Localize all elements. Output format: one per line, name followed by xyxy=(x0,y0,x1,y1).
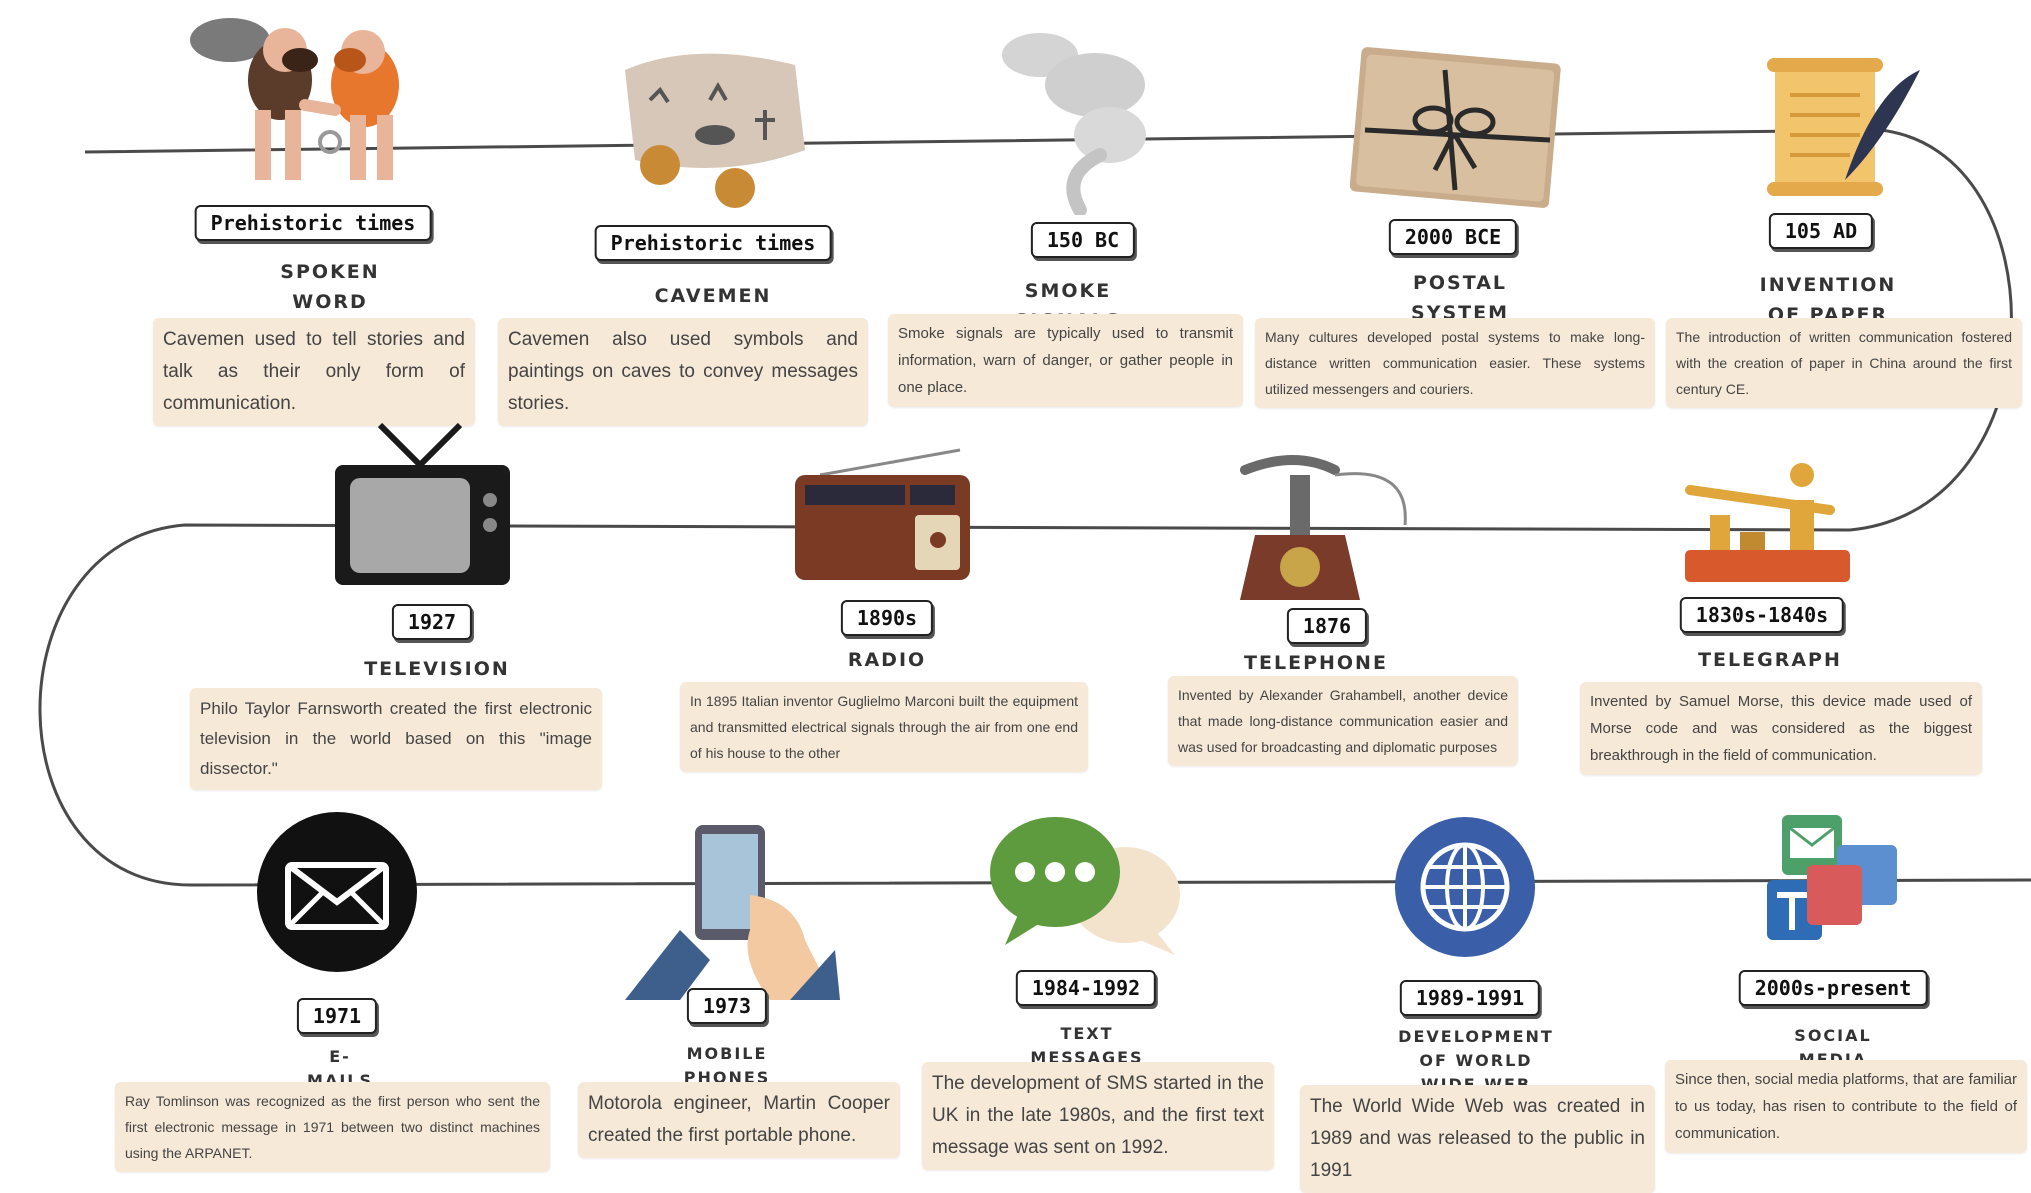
scroll-quill-icon xyxy=(1767,58,1920,196)
date-tag: Prehistoric times xyxy=(194,205,432,241)
date-tag: 1984-1992 xyxy=(1015,970,1157,1006)
item-description: Smoke signals are typically used to tran… xyxy=(888,314,1243,407)
social-apps-icon xyxy=(1767,815,1897,940)
envelope-icon xyxy=(257,812,417,972)
television-icon xyxy=(335,422,510,585)
date-tag: Prehistoric times xyxy=(594,225,832,261)
date-tag: 1890s xyxy=(840,600,934,636)
item-description: The introduction of written communicatio… xyxy=(1666,318,2022,408)
date-tag: 1876 xyxy=(1286,608,1368,644)
globe-icon xyxy=(1395,817,1535,957)
cave-painting-icon xyxy=(625,53,805,208)
item-title: TELEGRAPH xyxy=(1698,649,1842,671)
item-description: Philo Taylor Farnsworth created the firs… xyxy=(190,688,602,790)
telegraph-key-icon xyxy=(1685,463,1850,582)
date-tag: 1971 xyxy=(296,998,378,1034)
date-tag: 105 AD xyxy=(1768,213,1874,249)
item-description: Many cultures developed postal systems t… xyxy=(1255,318,1655,408)
date-tag: 1927 xyxy=(391,604,473,640)
item-description: Invented by Samuel Morse, this device ma… xyxy=(1580,682,1982,775)
date-tag: 1989-1991 xyxy=(1399,980,1541,1016)
item-description: Cavemen also used symbols and paintings … xyxy=(498,318,868,426)
date-tag: 2000s-present xyxy=(1738,970,1928,1006)
item-title: TELEPHONE xyxy=(1244,652,1388,674)
parcel-icon xyxy=(1349,47,1561,208)
item-description: Since then, social media platforms, that… xyxy=(1665,1060,2027,1153)
date-tag: 150 BC xyxy=(1030,222,1136,258)
item-description: In 1895 Italian inventor Guglielmo Marco… xyxy=(680,682,1088,772)
item-description: Cavemen used to tell stories and talk as… xyxy=(153,318,475,426)
radio-icon xyxy=(795,448,970,580)
date-tag: 2000 BCE xyxy=(1388,219,1518,255)
cavemen-icon xyxy=(190,18,399,180)
telephone-icon xyxy=(1240,455,1407,600)
chat-bubble-icon xyxy=(990,817,1180,955)
item-description: The World Wide Web was created in 1989 a… xyxy=(1300,1085,1655,1193)
item-description: Motorola engineer, Martin Cooper created… xyxy=(578,1082,900,1158)
item-description: Ray Tomlinson was recognized as the firs… xyxy=(115,1082,550,1172)
item-description: The development of SMS started in the UK… xyxy=(922,1062,1274,1170)
timeline-line-middle xyxy=(38,523,2031,887)
item-title: RADIO xyxy=(847,649,927,671)
date-tag: 1830s-1840s xyxy=(1679,597,1845,633)
date-tag: 1973 xyxy=(686,988,768,1024)
item-title: TELEVISION xyxy=(364,658,510,680)
mobile-phone-icon xyxy=(625,825,840,1000)
item-description: Invented by Alexander Grahambell, anothe… xyxy=(1168,676,1518,766)
smoke-icon xyxy=(1002,33,1146,215)
